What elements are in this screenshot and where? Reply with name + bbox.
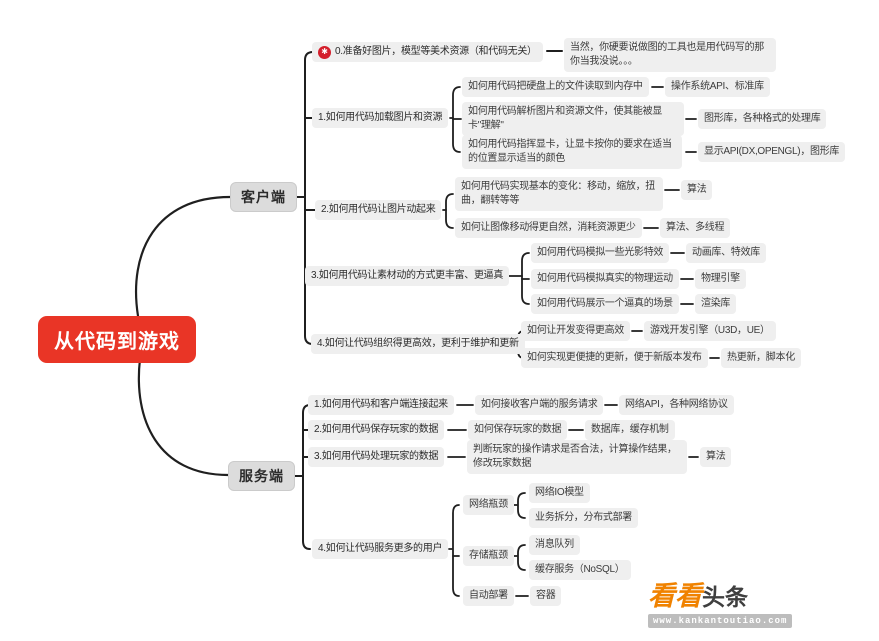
detail-node[interactable]: 热更新，脚本化	[721, 348, 801, 368]
detail-node[interactable]: 业务拆分，分布式部署	[529, 508, 638, 528]
subtopic-node[interactable]: 如何用代码模拟一些光影特效	[531, 243, 670, 263]
connector-line	[445, 193, 454, 229]
detail-node[interactable]: 操作系统API、标准库	[665, 77, 770, 97]
detail-node[interactable]: 数据库，缓存机制	[585, 420, 675, 440]
topic-node[interactable]: 3.如何用代码处理玩家的数据	[308, 447, 445, 467]
topic-node[interactable]: 2.如何用代码保存玩家的数据	[308, 420, 445, 440]
detail-node[interactable]: 物理引擎	[695, 269, 746, 289]
note-node[interactable]: 当然，你硬要说做图的工具也是用代码写的那你当我没说。。。	[564, 38, 776, 72]
connector-line	[452, 504, 460, 597]
detail-node[interactable]: 容器	[530, 586, 562, 606]
topic-node[interactable]: 3.如何用代码让素材动的方式更丰富、更逼真	[305, 266, 510, 286]
detail-node[interactable]: 显示API(DX,OPENGL)，图形库	[698, 142, 846, 162]
watermark: 看看头条 www.kankantoutiao.com	[648, 583, 793, 628]
connector-line	[302, 404, 311, 550]
connector-line	[134, 195, 232, 318]
detail-node[interactable]: 网络API，各种网络协议	[619, 395, 734, 415]
topic-label: 0.准备好图片，模型等美术资源（和代码无关）	[335, 46, 537, 57]
branch-node-client[interactable]: 客户端	[230, 182, 297, 212]
subtopic-node[interactable]: 如何用代码解析图片和资源文件，使其能被显卡"理解"	[462, 102, 684, 136]
topic-node[interactable]: 4.如何让代码服务更多的用户	[312, 539, 449, 559]
subtopic-node[interactable]: 如何用代码指挥显卡，让显卡按你的要求在适当的位置显示适当的颜色	[462, 135, 682, 169]
topic-node[interactable]: 1.如何用代码加载图片和资源	[312, 108, 449, 128]
topic-node[interactable]: 1.如何用代码和客户端连接起来	[308, 395, 454, 415]
detail-node[interactable]: 算法、多线程	[660, 218, 731, 238]
subtopic-node[interactable]: 如何用代码展示一个逼真的场景	[531, 294, 679, 314]
detail-node[interactable]: 网络IO模型	[529, 483, 590, 503]
detail-node[interactable]: 算法	[681, 180, 713, 200]
watermark-url: www.kankantoutiao.com	[648, 614, 793, 628]
detail-node[interactable]: 动画库、特效库	[686, 243, 766, 263]
priority-star-icon: ✱	[318, 45, 331, 59]
watermark-brand-right: 头条	[702, 584, 748, 610]
topic-node[interactable]: 2.如何用代码让图片动起来	[315, 200, 442, 220]
detail-node[interactable]: 消息队列	[529, 535, 580, 555]
subtopic-node[interactable]: 如何用代码模拟真实的物理运动	[531, 269, 679, 289]
subtopic-node[interactable]: 如何实现更便捷的更新，便于新版本发布	[521, 348, 708, 368]
subtopic-node[interactable]: 如何用代码把硬盘上的文件读取到内存中	[462, 77, 649, 97]
subtopic-node[interactable]: 存储瓶颈	[463, 546, 514, 566]
detail-node[interactable]: 算法	[700, 447, 732, 467]
subtopic-node[interactable]: 判断玩家的操作请求是否合法，计算操作结果，修改玩家数据	[467, 440, 687, 474]
watermark-brand: 看看头条	[648, 583, 792, 610]
detail-node[interactable]: 图形库，各种格式的处理库	[698, 109, 827, 129]
subtopic-node[interactable]: 网络瓶颈	[463, 495, 514, 515]
topic-node[interactable]: ✱ 0.准备好图片，模型等美术资源（和代码无关）	[312, 42, 543, 62]
subtopic-node[interactable]: 如何接收客户端的服务请求	[475, 395, 604, 415]
detail-node[interactable]: 渲染库	[695, 294, 737, 314]
subtopic-node[interactable]: 如何保存玩家的数据	[468, 420, 568, 440]
subtopic-node[interactable]: 如何让图像移动得更自然，消耗资源更少	[455, 218, 642, 238]
connector-line	[517, 544, 526, 571]
connector-line	[304, 51, 314, 345]
connector-line	[137, 357, 230, 477]
root-node[interactable]: 从代码到游戏	[38, 316, 196, 363]
watermark-brand-left: 看看	[648, 581, 702, 611]
subtopic-node[interactable]: 自动部署	[463, 586, 514, 606]
branch-node-server[interactable]: 服务端	[228, 461, 295, 491]
detail-node[interactable]: 游戏开发引擎（U3D，UE）	[644, 321, 776, 341]
connector-line	[517, 492, 526, 519]
subtopic-node[interactable]: 如何让开发变得更高效	[521, 321, 630, 341]
topic-node[interactable]: 4.如何让代码组织得更高效，更利于维护和更新	[311, 334, 525, 354]
detail-node[interactable]: 缓存服务（NoSQL）	[529, 560, 631, 580]
subtopic-node[interactable]: 如何用代码实现基本的变化：移动，缩放，扭曲，翻转等等	[455, 177, 663, 211]
